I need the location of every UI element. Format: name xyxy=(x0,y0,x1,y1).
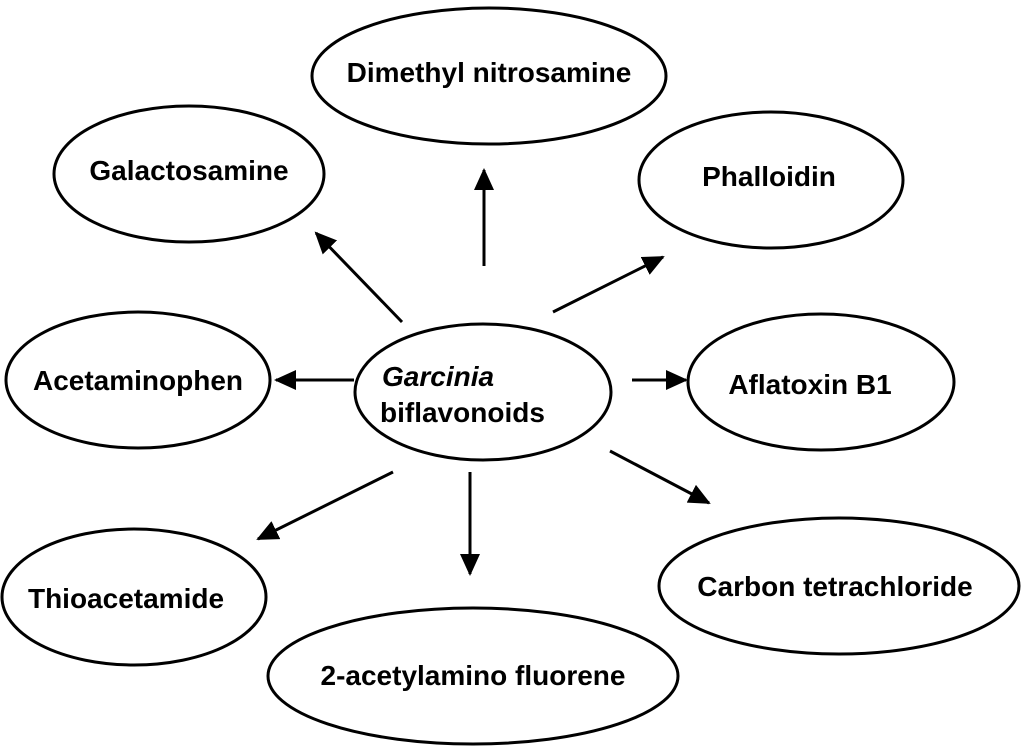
arrow-to-thioacetamide xyxy=(256,470,394,541)
node-label: Thioacetamide xyxy=(28,583,224,614)
node-label: Phalloidin xyxy=(702,161,836,192)
node-ellipse xyxy=(52,104,326,244)
node-ellipse xyxy=(637,110,905,250)
arrow-to-carbon-tetrachloride xyxy=(609,449,711,505)
node-ellipse xyxy=(657,516,1021,656)
node-galactosamine: Galactosamine xyxy=(52,104,326,244)
node-ellipse xyxy=(266,606,680,746)
node-carbon-tetrachloride: Carbon tetrachloride xyxy=(657,516,1021,656)
node-phalloidin: Phalloidin xyxy=(637,110,905,250)
node-label: Dimethyl nitrosamine xyxy=(347,57,632,88)
center-label-line2: biflavonoids xyxy=(380,397,545,428)
node-acetylamino-fluorene: 2-acetylamino fluorene xyxy=(266,606,680,746)
center-node: Garcinia biflavonoids xyxy=(353,322,613,462)
node-label: Aflatoxin B1 xyxy=(728,369,891,400)
node-dimethyl-nitrosamine: Dimethyl nitrosamine xyxy=(310,6,668,146)
node-label: 2-acetylamino fluorene xyxy=(321,660,626,691)
node-aflatoxin-b1: Aflatoxin B1 xyxy=(686,312,956,452)
node-label: Carbon tetrachloride xyxy=(697,571,972,602)
arrows xyxy=(256,168,711,576)
node-label: Galactosamine xyxy=(89,155,288,186)
center-label-line1: Garcinia xyxy=(382,361,494,392)
node-ellipse xyxy=(4,310,272,450)
node-ellipse xyxy=(686,312,956,452)
node-acetaminophen: Acetaminophen xyxy=(4,310,272,450)
node-ellipse xyxy=(0,527,268,667)
center-ellipse xyxy=(353,322,613,462)
arrow-to-galactosamine xyxy=(314,231,404,324)
arrow-to-phalloidin xyxy=(552,255,665,314)
node-thioacetamide: Thioacetamide xyxy=(0,527,268,667)
node-ellipse xyxy=(310,6,668,146)
node-label: Acetaminophen xyxy=(33,365,243,396)
